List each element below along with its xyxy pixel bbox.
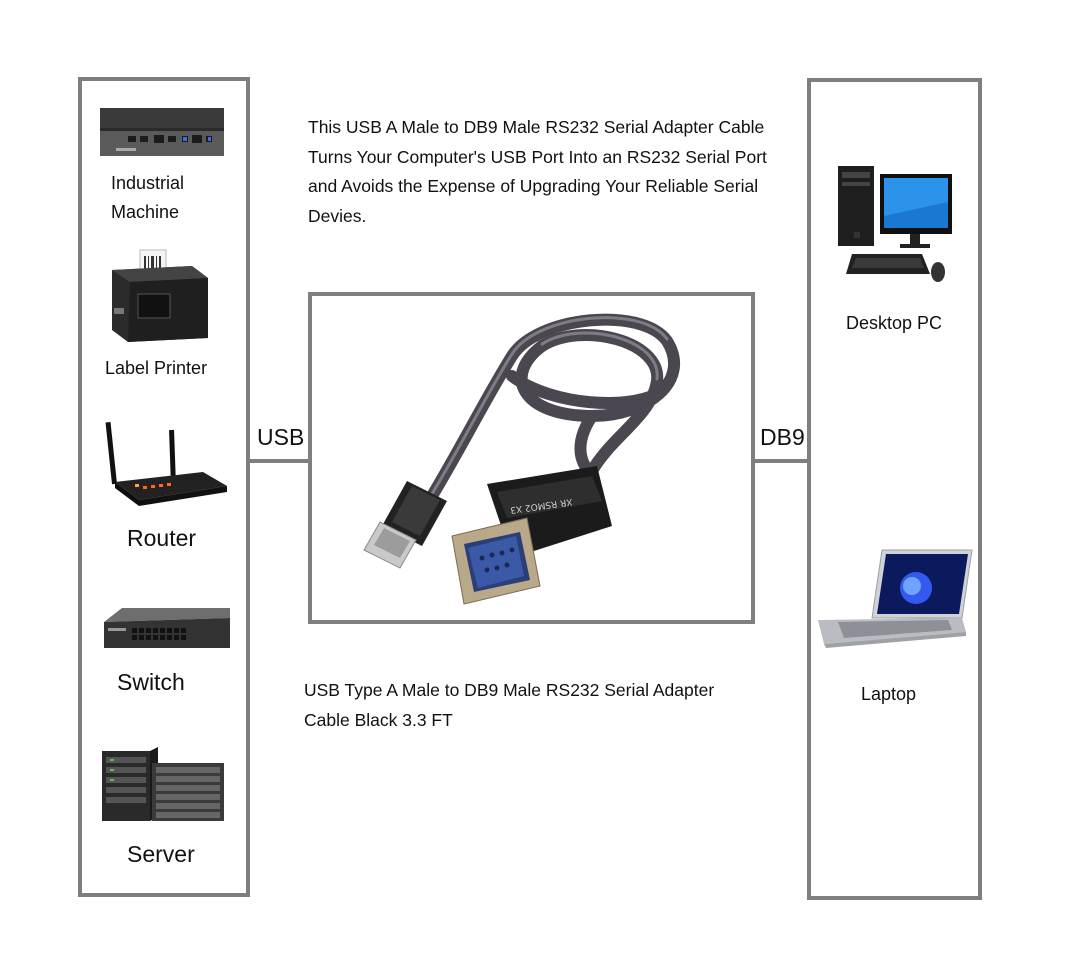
switch-label: Switch xyxy=(117,669,185,695)
label-printer-icon xyxy=(112,249,208,342)
industrial-machine-label-line2: Machine xyxy=(111,202,180,222)
db9-connector: XR RSMO2 X3 xyxy=(451,466,612,605)
label-printer-label: Label Printer xyxy=(105,358,208,378)
switch-icon xyxy=(104,608,230,648)
product-title: USB Type A Male to DB9 Male RS232 Serial… xyxy=(304,680,715,730)
industrial-machine-label-line1: Industrial xyxy=(111,173,185,193)
usb-connector-line xyxy=(250,459,308,463)
usb-a-plug xyxy=(363,481,447,569)
db9-connector-line xyxy=(755,459,807,463)
router-icon xyxy=(105,422,227,506)
product-description: This USB A Male to DB9 Male RS232 Serial… xyxy=(308,117,767,226)
usb-db9-cable-image: XR RSMO2 X3 xyxy=(363,313,680,605)
server-icon xyxy=(102,747,224,821)
server-label: Server xyxy=(127,841,195,867)
industrial-machine-icon xyxy=(100,108,224,156)
laptop-label: Laptop xyxy=(861,684,917,704)
db9-label: DB9 xyxy=(760,424,805,450)
router-label: Router xyxy=(127,525,197,551)
usb-label: USB xyxy=(257,424,305,450)
desktop-pc-icon xyxy=(838,166,952,282)
desktop-pc-label: Desktop PC xyxy=(846,313,943,333)
industrial-machine-label: Industrial Machine xyxy=(111,169,184,227)
laptop-icon xyxy=(818,549,973,648)
